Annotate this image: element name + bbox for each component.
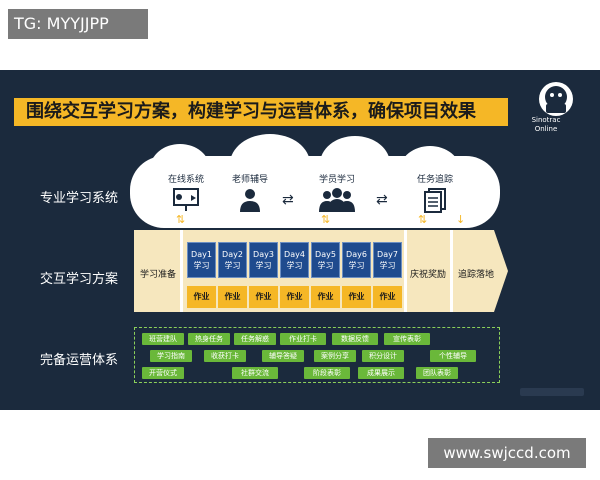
ops-tag: 辅导答疑 [262,350,304,362]
presentation-icon [173,188,199,211]
homework-box: 作业 [342,286,371,308]
brand-logo: Sinotrac Online [520,80,590,140]
sync-arrow-icon: ⇅ [321,213,331,226]
ops-tag: 班营建队 [142,333,184,345]
sync-arrow-icon: ⇅ [176,213,186,226]
ops-tag: 个性辅导 [430,350,476,362]
ops-tag: 案例分享 [314,350,356,362]
row-label-operations: 完备运营体系 [40,353,119,368]
ops-tag: 热身任务 [188,333,230,345]
brand-name: Sinotrac Online [531,116,561,133]
cloud-item-students: 学员学习 [304,172,370,213]
ops-tag: 团队表彰 [416,367,458,379]
cloud-item-task-tracking: 任务追踪 [400,172,470,213]
students-icon [319,188,355,212]
homework-box: 作业 [311,286,340,308]
ops-tag: 作业打卡 [280,333,326,345]
cloud-item-online-system: 在线系统 [154,172,218,213]
ops-tag: 任务解惑 [234,333,276,345]
ops-tag: 积分设计 [362,350,404,362]
flow-arrowhead [494,230,508,312]
image-watermark [520,388,584,396]
ops-tag: 数据反馈 [332,333,378,345]
operations-box [134,327,500,383]
flow-divider [450,230,453,312]
flow-step-reward: 庆祝奖励 [409,270,446,280]
ops-tag: 成果展示 [358,367,404,379]
ops-tag: 宣传表彰 [384,333,430,345]
flow-divider [180,230,183,312]
flow-divider [404,230,407,312]
swap-arrows-icon: ⇄ [376,192,388,208]
slide-title: 围绕交互学习方案，构建学习与运营体系，确保项目效果 [14,98,508,126]
teacher-icon [240,189,260,212]
ops-tag: 学习指南 [150,350,192,362]
sync-arrow-icon: ⇅ [418,213,428,226]
ops-tag: 阶段表彰 [304,367,350,379]
cloud-item-teacher: 老师辅导 [222,172,278,213]
flow-step-prep: 学习准备 [139,270,176,280]
swap-arrows-icon: ⇄ [282,192,294,208]
system-cloud: 在线系统 老师辅导 ⇄ 学员学习 [130,156,500,228]
homework-box: 作业 [280,286,309,308]
homework-box: 作业 [187,286,216,308]
homework-box: 作业 [373,286,402,308]
ops-tag: 开营仪式 [142,367,184,379]
down-arrow-icon: ↓ [456,213,466,226]
ops-tag: 社群交流 [232,367,278,379]
row-label-interactive: 交互学习方案 [40,272,119,287]
owl-logo-icon [539,82,573,116]
row-label-professional: 专业学习系统 [40,191,119,206]
slide-panel: 围绕交互学习方案，构建学习与运营体系，确保项目效果 Sinotrac Onlin… [0,70,600,410]
site-watermark: www.swjccd.com [428,438,586,468]
homework-box: 作业 [218,286,247,308]
channel-tag: TG: MYYJJPP [8,9,148,39]
flow-step-landing: 追踪落地 [457,270,494,280]
homework-box: 作业 [249,286,278,308]
documents-icon [424,188,446,213]
ops-tag: 收获打卡 [204,350,246,362]
